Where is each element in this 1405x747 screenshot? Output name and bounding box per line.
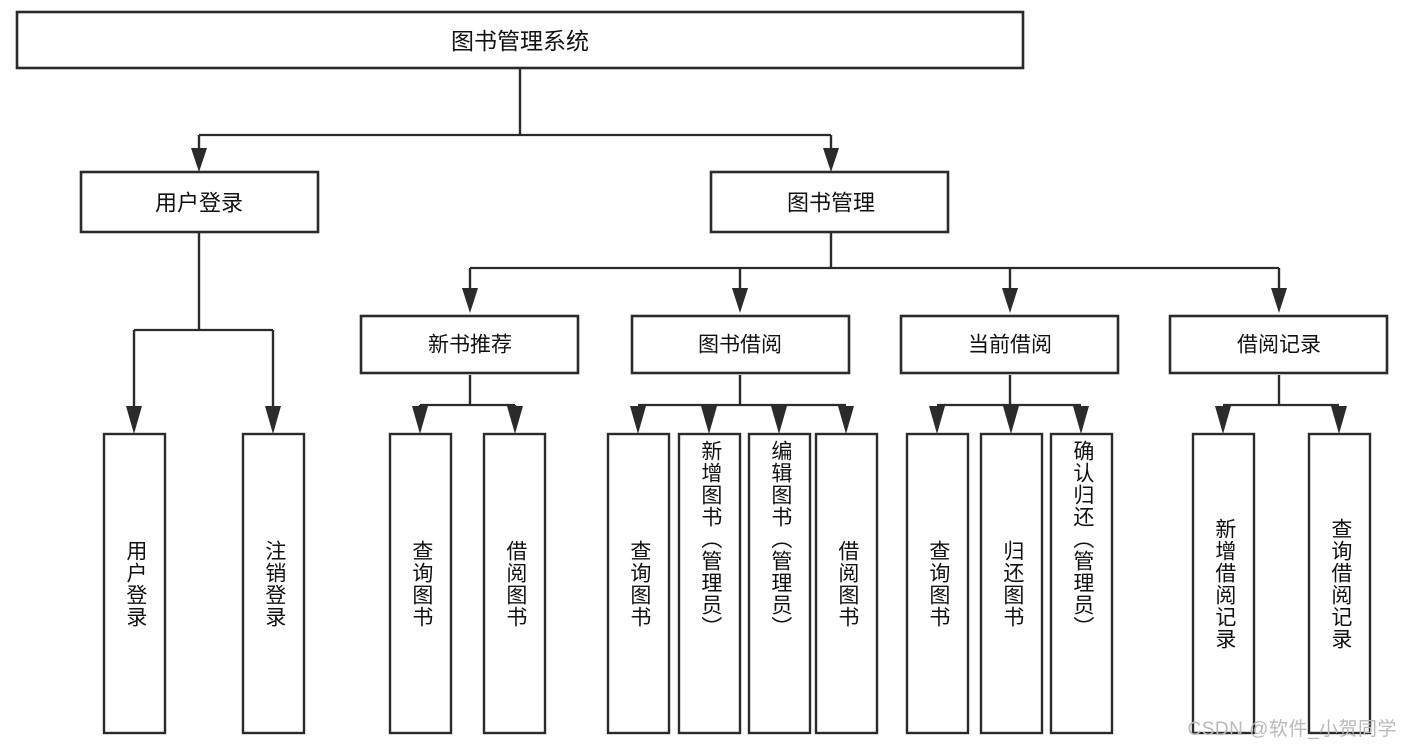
arrow-leaf-query-book-3 xyxy=(929,406,945,434)
node-user-login[interactable]: 用户登录 xyxy=(79,170,320,234)
arrow-leaf-borrow-book-2 xyxy=(838,406,854,434)
user-login-box[interactable] xyxy=(79,170,320,234)
leaf-query-record-box[interactable] xyxy=(1307,432,1372,735)
book-manage-box[interactable] xyxy=(709,170,950,234)
node-borrow-record[interactable]: 借阅记录 xyxy=(1168,314,1389,375)
arrow-leaf-return-book xyxy=(1003,406,1019,434)
arrow-leaf-logout-login xyxy=(265,406,281,434)
book-manage-label: 图书管理 xyxy=(787,191,875,216)
leaf-add-book-box[interactable] xyxy=(677,432,742,735)
leaf-query-book-3-box[interactable] xyxy=(905,432,970,735)
leaf-confirm-return-box[interactable] xyxy=(1049,432,1114,735)
leaf-borrow-book-2-box[interactable] xyxy=(814,432,879,735)
arrow-leaf-add-record xyxy=(1215,406,1231,434)
leaf-box-layer xyxy=(102,432,1372,735)
arrow-leaf-user-login xyxy=(126,406,142,434)
leaf-logout-login-box[interactable] xyxy=(241,432,306,735)
new-book-recommend-label: 新书推荐 xyxy=(428,334,512,357)
arrow-leaf-edit-book xyxy=(771,406,787,434)
user-login-label: 用户登录 xyxy=(155,191,243,216)
arrow-leaf-query-book-1 xyxy=(412,406,428,434)
arrow-to-book-borrow xyxy=(732,288,748,313)
leaf-user-login-box[interactable] xyxy=(102,432,167,735)
leaf-return-book-box[interactable] xyxy=(979,432,1044,735)
node-current-borrow[interactable]: 当前借阅 xyxy=(899,314,1120,375)
arrow-to-new-book-recommend xyxy=(462,288,478,313)
arrow-leaf-borrow-book-1 xyxy=(507,406,523,434)
arrow-leaf-add-book xyxy=(701,406,717,434)
title-box[interactable] xyxy=(15,10,1025,70)
arrow-to-borrow-record xyxy=(1271,288,1287,313)
arrow-leaf-query-book-2 xyxy=(630,406,646,434)
title-label: 图书管理系统 xyxy=(451,28,589,54)
book-borrow-label: 图书借阅 xyxy=(698,334,782,357)
node-title[interactable]: 图书管理系统 xyxy=(15,10,1025,70)
borrow-record-box[interactable] xyxy=(1168,314,1389,375)
book-borrow-box[interactable] xyxy=(630,314,851,375)
leaf-edit-book-box[interactable] xyxy=(747,432,812,735)
current-borrow-label: 当前借阅 xyxy=(968,334,1052,357)
borrow-record-label: 借阅记录 xyxy=(1237,334,1321,357)
leaf-add-record-box[interactable] xyxy=(1191,432,1256,735)
arrow-leaf-query-record xyxy=(1331,406,1347,434)
arrow-to-book-manage xyxy=(823,148,839,172)
current-borrow-box[interactable] xyxy=(899,314,1120,375)
node-new-book-recommend[interactable]: 新书推荐 xyxy=(359,314,580,375)
node-book-manage[interactable]: 图书管理 xyxy=(709,170,950,234)
edge-layer xyxy=(126,68,1347,434)
leaf-query-book-1-box[interactable] xyxy=(388,432,453,735)
arrow-to-current-borrow xyxy=(1002,288,1018,313)
arrow-leaf-confirm-return xyxy=(1073,406,1089,434)
leaf-borrow-book-1-box[interactable] xyxy=(482,432,547,735)
leaf-query-book-2-box[interactable] xyxy=(606,432,671,735)
arrow-to-user-login xyxy=(191,148,207,172)
node-book-borrow[interactable]: 图书借阅 xyxy=(630,314,851,375)
new-book-recommend-box[interactable] xyxy=(359,314,580,375)
